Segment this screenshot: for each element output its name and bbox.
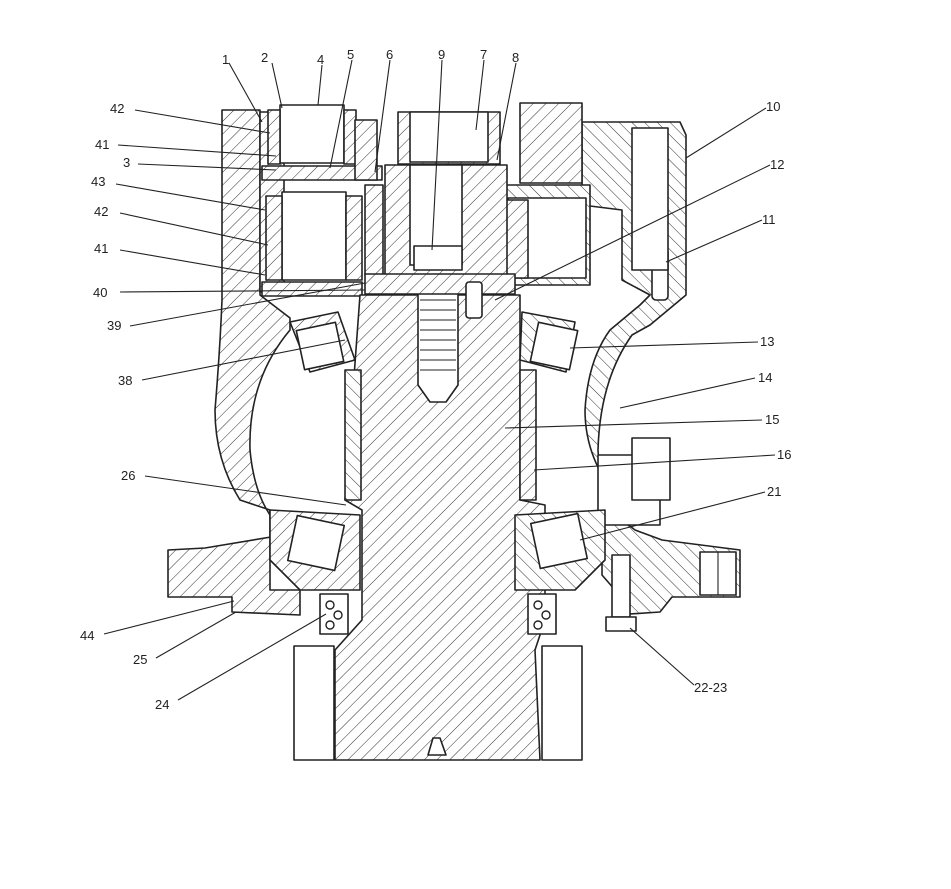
callout-42-upper: 42 <box>110 101 124 116</box>
callout-12: 12 <box>770 157 784 172</box>
callout-22-23: 22-23 <box>694 680 727 695</box>
callout-3: 3 <box>123 155 130 170</box>
callout-39: 39 <box>107 318 121 333</box>
callout-1: 1 <box>222 52 229 67</box>
callout-25: 25 <box>133 652 147 667</box>
callout-43: 43 <box>91 174 105 189</box>
leader-lines <box>103 59 776 701</box>
callout-42-lower: 42 <box>94 204 108 219</box>
callout-41-lower: 41 <box>94 241 108 256</box>
callout-26: 26 <box>121 468 135 483</box>
callout-40: 40 <box>93 285 107 300</box>
callout-44: 44 <box>80 628 94 643</box>
callout-8: 8 <box>512 50 519 65</box>
callout-4: 4 <box>317 52 324 67</box>
callout-5: 5 <box>347 47 354 62</box>
callout-10: 10 <box>766 99 780 114</box>
callout-24: 24 <box>155 697 169 712</box>
callout-41-upper: 41 <box>95 137 109 152</box>
callout-7: 7 <box>480 47 487 62</box>
callout-21: 21 <box>767 484 781 499</box>
callout-labels: 1 2 4 5 6 9 7 8 10 12 11 13 14 15 16 21 … <box>80 47 791 712</box>
callout-15: 15 <box>765 412 779 427</box>
output-shaft <box>293 245 671 761</box>
callout-11: 11 <box>762 212 776 227</box>
bearings <box>269 311 637 635</box>
callout-14: 14 <box>758 370 772 385</box>
callout-9: 9 <box>438 47 445 62</box>
callout-2: 2 <box>261 50 268 65</box>
housing <box>167 109 741 616</box>
callout-16: 16 <box>777 447 791 462</box>
callout-6: 6 <box>386 47 393 62</box>
callout-38: 38 <box>118 373 132 388</box>
callout-13: 13 <box>760 334 774 349</box>
